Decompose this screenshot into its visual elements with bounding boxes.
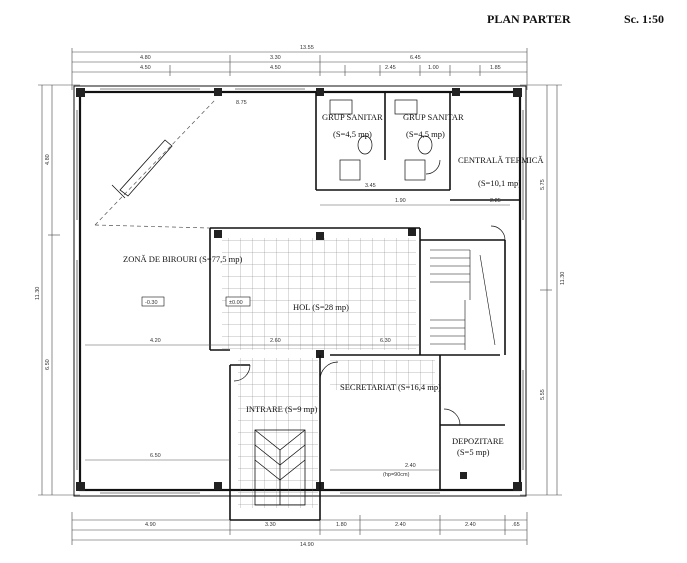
dim-top-b: 3.30	[270, 55, 281, 61]
dim-top-c: 6.45	[410, 55, 421, 61]
opening-note: (hp=90cm)	[383, 472, 410, 478]
room-label-intrare: INTRARE (S=9 mp)	[246, 404, 318, 414]
inner-dimension-lines	[85, 204, 510, 471]
dim-top-row2-b: 4.50	[270, 65, 281, 71]
desk-diagonal	[111, 139, 173, 199]
door-swings	[233, 159, 506, 426]
room-label-depozitare: DEPOZITARE	[452, 436, 504, 446]
hol-floor-tiles	[222, 238, 416, 350]
diagonal-outline	[94, 99, 216, 229]
bottom-dimension-lines	[71, 512, 528, 545]
dim-bottom-d: 2.40	[395, 522, 406, 528]
dim-inner-875: 8.75	[236, 100, 247, 106]
secretariat-floor-tiles	[330, 360, 435, 390]
structural-columns	[76, 88, 522, 491]
dim-inner-240: 2.40	[405, 463, 416, 469]
level-mark-birouri-box	[141, 296, 165, 307]
plan-scale: Sc. 1:50	[624, 12, 664, 26]
room-area-grup-sanitar-1: (S=4,5 mp)	[333, 129, 372, 139]
dim-left-b: 6.50	[45, 359, 51, 370]
room-label-secretariat: SECRETARIAT (S=16,4 mp)	[340, 382, 441, 392]
top-dimension-lines	[71, 48, 528, 90]
dim-inner-650: 6.50	[150, 453, 161, 459]
dim-top-row2-e: 1.85	[490, 65, 501, 71]
room-area-grup-sanitar-2: (S=4,5 mp)	[406, 129, 445, 139]
dim-left-total: 11.30	[35, 287, 41, 300]
dim-top-a: 4.80	[140, 55, 151, 61]
entrance-steps	[254, 429, 306, 506]
room-label-grup-sanitar-2: GRUP SANITAR	[403, 112, 464, 122]
left-dimension-lines	[38, 84, 80, 496]
dim-right-total: 11.30	[560, 272, 566, 285]
staircase	[430, 249, 496, 350]
room-area-centrala: (S=10,1 mp)	[478, 178, 521, 188]
dim-top-row2-c: 2.45	[385, 65, 396, 71]
dim-inner-420: 4.20	[150, 338, 161, 344]
level-mark-birouri: -0.30	[145, 300, 158, 306]
dim-top-total: 13.55	[300, 45, 314, 51]
dim-right-a: 5.75	[540, 179, 546, 190]
dim-bottom-total: 14.90	[300, 542, 314, 548]
plan-title: PLAN PARTER	[487, 12, 571, 26]
sanitary-fixtures	[329, 99, 433, 181]
dim-inner-345: 3.45	[365, 183, 376, 189]
dim-top-row2-a: 4.50	[140, 65, 151, 71]
dim-bottom-a: 4.90	[145, 522, 156, 528]
dim-right-b: 5.55	[540, 389, 546, 400]
dim-inner-630: 6.30	[380, 338, 391, 344]
dim-inner-190: 1.90	[395, 198, 406, 204]
dim-bottom-f: .65	[512, 522, 520, 528]
level-mark-hol: ±0.00	[229, 300, 243, 306]
dim-bottom-c: 1.80	[336, 522, 347, 528]
dim-inner-260: 2.60	[270, 338, 281, 344]
dim-bottom-b: 3.30	[265, 522, 276, 528]
room-label-zona-birouri: ZONĂ DE BIROURI (S=77,5 mp)	[123, 254, 242, 264]
window-openings	[76, 88, 524, 494]
intrare-floor-tiles	[238, 358, 318, 508]
room-label-hol: HOL (S=28 mp)	[293, 302, 349, 312]
room-area-depozitare: (S=5 mp)	[457, 447, 490, 457]
room-label-centrala: CENTRALĂ TERMICĂ	[458, 155, 544, 165]
dim-inner-225: 2.25	[490, 198, 501, 204]
dim-bottom-e: 2.40	[465, 522, 476, 528]
dim-top-row2-d: 1.00	[428, 65, 439, 71]
room-label-grup-sanitar-1: GRUP SANITAR	[322, 112, 383, 122]
level-mark-hol-box	[225, 296, 251, 307]
right-dimension-lines	[520, 84, 562, 496]
dim-left-a: 4.80	[45, 154, 51, 165]
